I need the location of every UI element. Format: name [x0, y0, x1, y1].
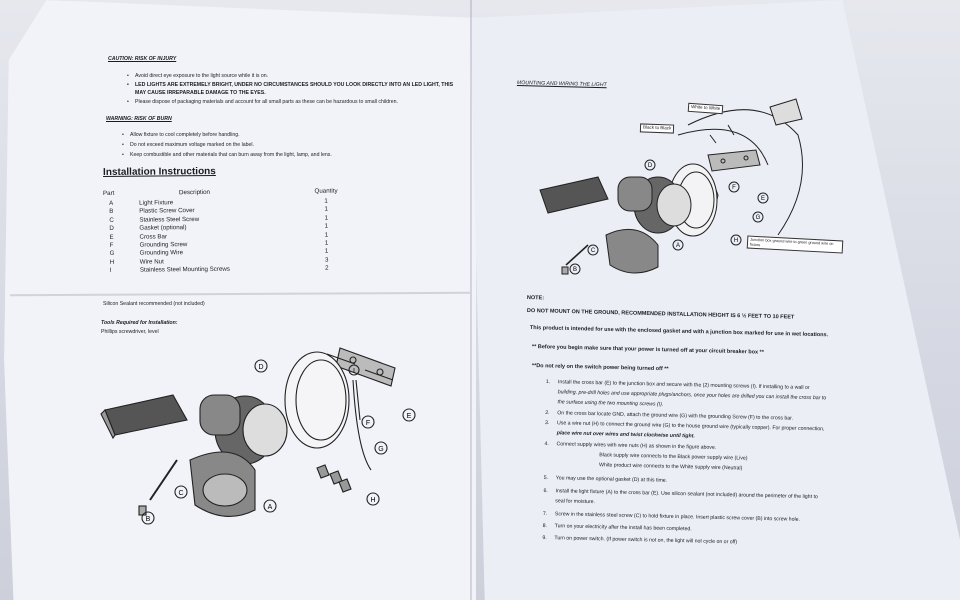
diagram-label-c: C [178, 490, 183, 497]
warning-item: Keep combustible and other materials tha… [122, 152, 332, 158]
col-quantity: Quantity [314, 187, 338, 195]
diagram-label-d: D [648, 163, 653, 169]
caution-heading: CAUTION: RISK OF INJURY [108, 56, 177, 62]
caution-item: Avoid direct eye exposure to the light s… [127, 73, 268, 79]
diagram-label-c: C [591, 248, 596, 254]
col-part: Part [103, 189, 115, 197]
diagram-label-g: G [378, 446, 383, 453]
warning-item: Allow fixture to cool completely before … [122, 132, 240, 138]
diagram-label-i: I [353, 368, 355, 375]
caution-item: Please dispose of packaging materials an… [127, 99, 398, 105]
diagram-label-b: B [146, 516, 151, 523]
diagram-label-a: A [268, 504, 273, 511]
diagram-label-e: E [407, 413, 412, 420]
caution-item: LED LIGHTS ARE EXTREMELY BRIGHT, UNDER N… [127, 82, 453, 88]
diagram-label-e: E [761, 196, 765, 202]
caution-item: MAY CAUSE IRREPARABLE DAMAGE TO THE EYES… [135, 90, 266, 96]
warning-heading: WARNING: RISK OF BURN [106, 116, 172, 122]
left-exploded-diagram: D I E F G C A B H [100, 347, 416, 525]
page-fold [470, 0, 472, 600]
install-heading: Installation Instructions [102, 166, 216, 178]
diagram-label-a: A [676, 243, 680, 249]
diagram-label-f: F [366, 420, 370, 427]
diagram-label-h: H [734, 238, 738, 244]
diagram-label-g: G [756, 215, 761, 221]
callout-black-to-black: Black to Black [639, 123, 675, 134]
sealant-note: Silicon Sealant recommended (not include… [103, 301, 205, 307]
tools-text: Phillips screwdriver, level [101, 329, 159, 335]
diagram-label-b: B [573, 267, 577, 273]
diagram-label-f: F [732, 185, 736, 191]
note-label: NOTE: [526, 295, 545, 302]
right-wiring-diagram: D E F G A H C B [539, 98, 803, 275]
tools-heading: Tools Required for Installation: [101, 320, 178, 326]
warning-item: Do not exceed maximum voltage marked on … [122, 142, 254, 148]
diagram-label-d: D [258, 364, 263, 371]
diagram-label-h: H [370, 497, 375, 504]
